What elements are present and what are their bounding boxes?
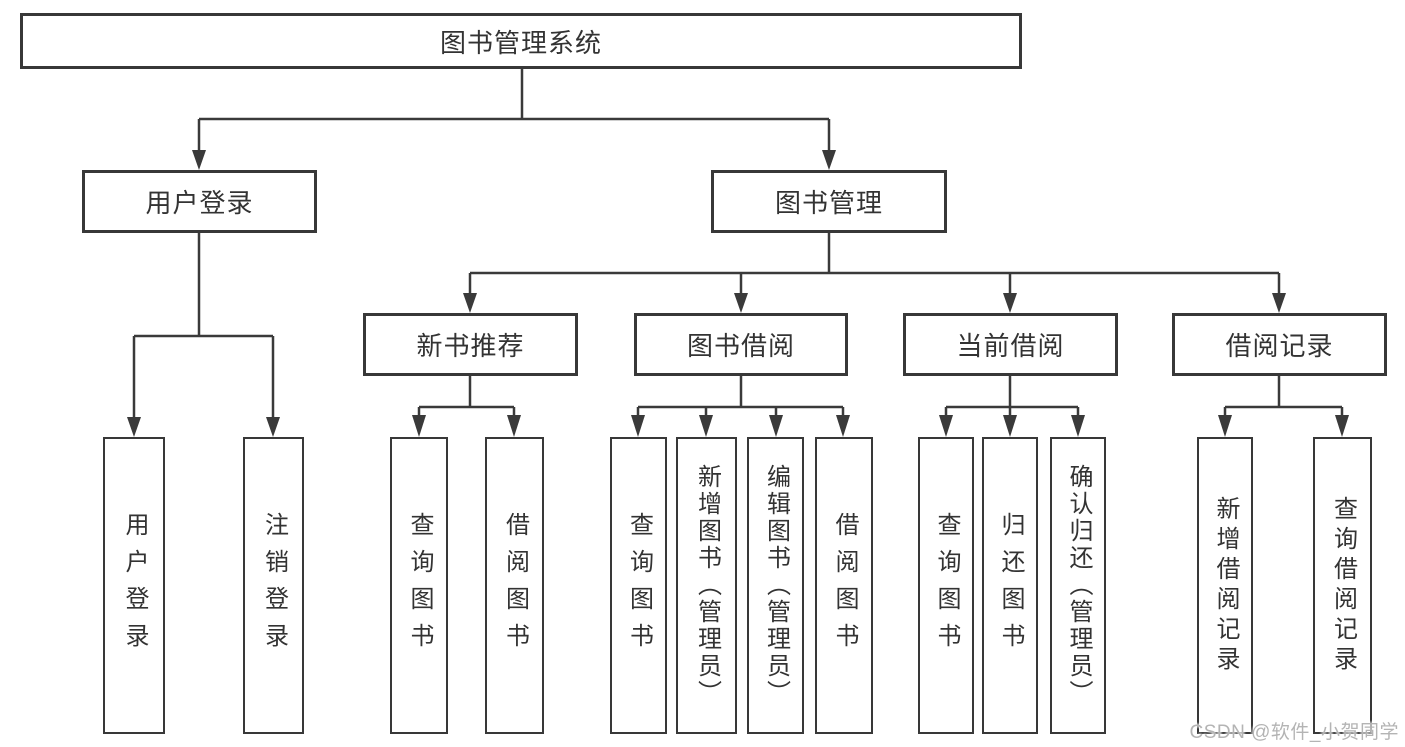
node-book-mgmt-label: 图书管理 (774, 188, 883, 218)
leaf-bb-edit-book-label: 编辑图书（管理员） (762, 464, 790, 707)
leaf-rec-query-book: 查询图书 (390, 437, 448, 734)
connector-root-to-level2 (192, 69, 836, 170)
node-current-borrow: 当前借阅 (903, 313, 1118, 376)
leaf-cb-return-book-label: 归还图书 (997, 511, 1024, 660)
node-new-book-rec-label: 新书推荐 (416, 331, 525, 361)
leaf-bb-borrow-book-label: 借阅图书 (831, 511, 858, 660)
node-book-mgmt: 图书管理 (711, 170, 947, 233)
leaf-user-login: 用户登录 (103, 437, 165, 734)
leaf-bb-borrow-book: 借阅图书 (815, 437, 873, 734)
leaf-bb-add-book: 新增图书（管理员） (676, 437, 737, 734)
node-book-borrow: 图书借阅 (634, 313, 848, 376)
connector-borrow-record-children (1218, 376, 1349, 437)
node-borrow-record-label: 借阅记录 (1225, 331, 1334, 361)
node-root: 图书管理系统 (20, 13, 1022, 69)
node-user-login-label: 用户登录 (145, 188, 254, 218)
leaf-bb-query-book: 查询图书 (610, 437, 667, 734)
node-book-borrow-label: 图书借阅 (686, 331, 795, 361)
node-root-label: 图书管理系统 (439, 27, 602, 58)
node-user-login: 用户登录 (82, 170, 317, 233)
leaf-br-add-record-label: 新增借阅记录 (1212, 495, 1239, 676)
leaf-bb-edit-book: 编辑图书（管理员） (747, 437, 804, 734)
connector-new-book-rec-children (412, 376, 521, 437)
leaf-logout: 注销登录 (243, 437, 304, 734)
node-current-borrow-label: 当前借阅 (956, 331, 1065, 361)
leaf-br-query-record-label: 查询借阅记录 (1329, 495, 1357, 676)
node-borrow-record: 借阅记录 (1172, 313, 1387, 376)
connector-current-borrow-children (939, 376, 1085, 437)
leaf-cb-query-book-label: 查询图书 (933, 511, 960, 660)
leaf-rec-query-book-label: 查询图书 (406, 511, 433, 660)
leaf-cb-return-book: 归还图书 (982, 437, 1038, 734)
leaf-cb-query-book: 查询图书 (918, 437, 974, 734)
leaf-cb-confirm-return: 确认归还（管理员） (1050, 437, 1106, 734)
leaf-logout-label: 注销登录 (260, 511, 288, 660)
connector-book-mgmt-children (463, 233, 1286, 313)
leaf-bb-query-book-label: 查询图书 (625, 511, 653, 660)
csdn-watermark: CSDN @软件_小贺同学 (1189, 722, 1399, 743)
leaf-rec-borrow-book-label: 借阅图书 (501, 511, 529, 660)
leaf-br-query-record: 查询借阅记录 (1313, 437, 1372, 734)
leaf-bb-add-book-label: 新增图书（管理员） (693, 464, 721, 707)
leaf-cb-confirm-return-label: 确认归还（管理员） (1065, 464, 1092, 707)
connector-user-login-children (127, 233, 280, 437)
connector-book-borrow-children (631, 376, 850, 437)
node-new-book-rec: 新书推荐 (363, 313, 578, 376)
leaf-br-add-record: 新增借阅记录 (1197, 437, 1253, 734)
leaf-user-login-label: 用户登录 (121, 511, 148, 660)
leaf-rec-borrow-book: 借阅图书 (485, 437, 544, 734)
